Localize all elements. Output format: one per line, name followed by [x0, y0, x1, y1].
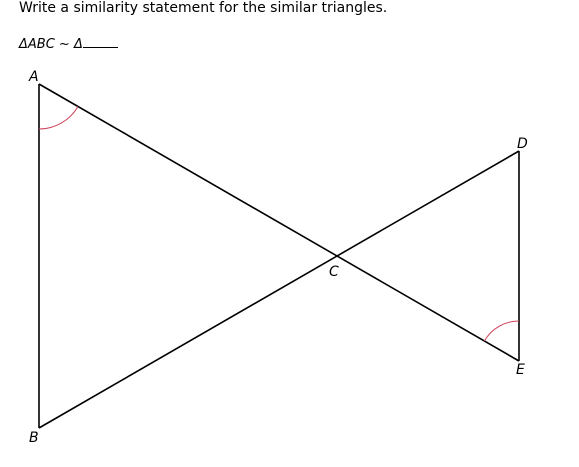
vertex-label-a: A [28, 69, 39, 85]
question-prompt: Write a similarity statement for the sim… [19, 0, 388, 16]
vertex-label-c: C [329, 264, 339, 280]
segment-bd [38, 150, 520, 429]
vertex-label-b: B [29, 430, 39, 446]
angle-mark-a [38, 106, 79, 130]
angle-mark-e [483, 320, 520, 342]
vertex-label-e: E [516, 362, 525, 378]
answer-blank[interactable] [82, 35, 118, 48]
similarity-statement: ΔABC ~ Δ [19, 35, 118, 53]
segment-ae [38, 83, 520, 362]
statement-prefix: ΔABC ~ Δ [19, 37, 83, 52]
vertex-label-d: D [517, 136, 528, 152]
